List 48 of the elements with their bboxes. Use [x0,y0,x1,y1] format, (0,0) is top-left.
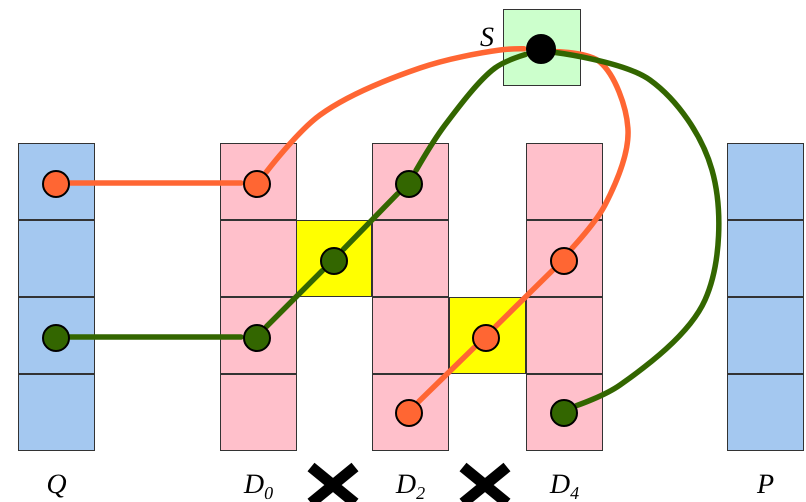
node-dot [550,247,578,275]
column-label: S [480,24,494,52]
array-cell [727,297,804,374]
array-cell [220,143,297,220]
node-dot [243,324,271,352]
column-label: D$_{4}$ [550,471,580,502]
node-dot [526,34,556,64]
array-cell [220,220,297,297]
connector-line [67,334,244,340]
array-cell [18,297,95,374]
node-dot [42,324,70,352]
column-label: D$_{0}$ [244,471,274,502]
connector-line [264,268,326,330]
connector-line [416,344,477,404]
array-cell [372,220,449,297]
array-cell [526,297,603,374]
array-cell [220,374,297,451]
array-cell [526,220,603,297]
array-cell [18,143,95,220]
node-dot [550,399,578,427]
node-dot [395,170,423,198]
array-cell [526,374,603,451]
column-label: D$_{2}$ [396,471,426,502]
array-cell [296,220,372,297]
connector-line [340,191,400,252]
array-cell [526,143,603,220]
node-dot [42,170,70,198]
array-cell [372,297,449,374]
column-label: Q [46,471,67,499]
node-dot [243,170,271,198]
array-cell [727,374,804,451]
node-dot [472,324,500,352]
array-cell [727,143,804,220]
connector-line [492,268,556,330]
connector-line [413,52,528,174]
column-label: P [756,471,774,499]
connector-line [67,180,244,186]
array-cell [449,297,526,374]
array-cell [372,143,449,220]
node-dot [395,399,423,427]
array-cell [18,220,95,297]
array-cell [18,374,95,451]
array-cell [727,220,804,297]
array-cell [372,374,449,451]
array-cell [220,297,297,374]
node-dot [320,247,348,275]
connector-line [552,50,722,408]
connector-line [264,46,527,175]
